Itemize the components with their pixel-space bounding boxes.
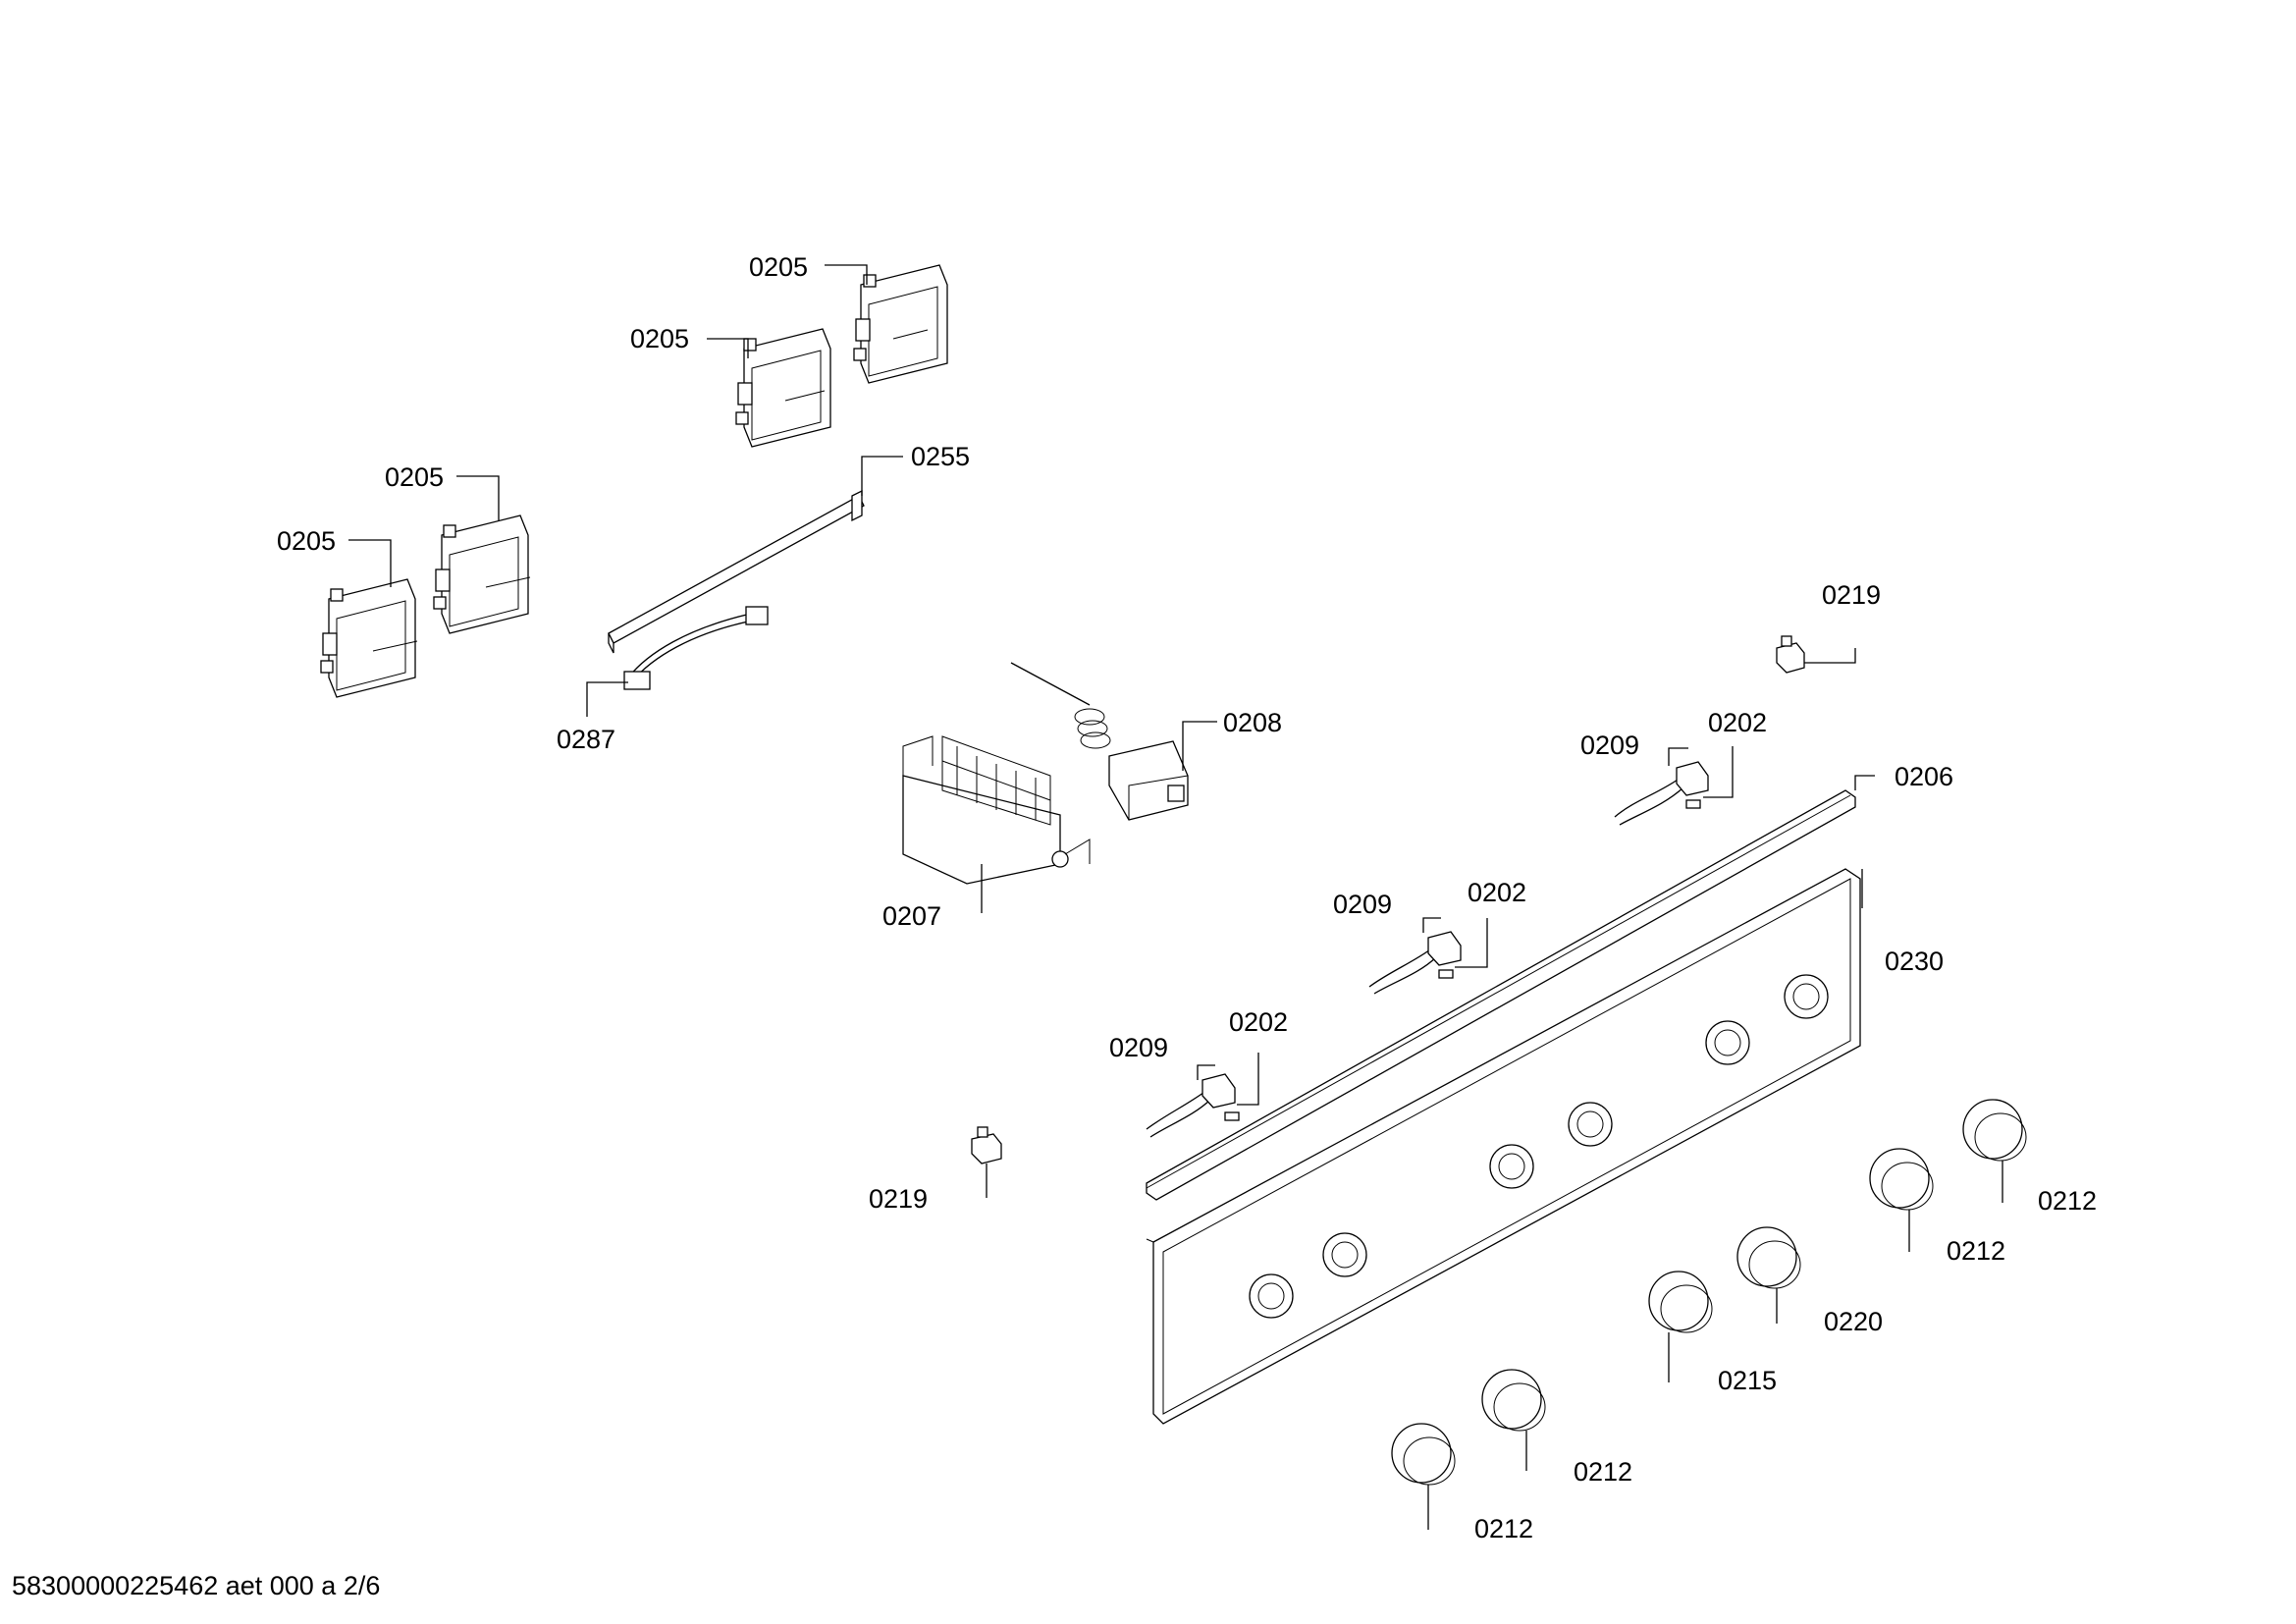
callout-label: 0212	[1474, 1514, 1533, 1543]
clip-0219-lower	[971, 1126, 1002, 1164]
callout-label: 0209	[1580, 731, 1639, 760]
knob-0212-a	[1962, 1099, 2027, 1162]
callout-label: 0230	[1885, 947, 1944, 976]
knob-0215	[1648, 1271, 1713, 1333]
panel-dial-3	[1489, 1144, 1534, 1189]
thermostat-0208	[1010, 662, 1189, 821]
callout-label: 0202	[1229, 1007, 1288, 1037]
callout-label: 0205	[385, 462, 444, 492]
callout-label: 0208	[1223, 708, 1282, 737]
panel-dial-2	[1322, 1232, 1367, 1277]
callout-label: 0202	[1708, 708, 1767, 737]
callout-label: 0215	[1718, 1366, 1777, 1395]
callout-label: 0209	[1333, 890, 1392, 919]
callout-label: 0212	[1574, 1457, 1632, 1487]
panel-dial-6	[1784, 974, 1829, 1019]
cable-harness-0287	[623, 606, 769, 690]
control-panel-0230	[1146, 868, 1861, 1425]
switch-module-0205-top-right	[853, 264, 948, 384]
callout-label: 0205	[630, 324, 689, 353]
lamp-holder-0209-2	[1368, 931, 1462, 995]
callout-label: 0206	[1895, 762, 1953, 791]
document-footer: 58300000225462 aet 000 a 2/6	[12, 1571, 381, 1600]
selector-switch-0207	[902, 735, 1091, 885]
knob-0212-d	[1391, 1423, 1456, 1486]
leader-lines	[348, 264, 2003, 1530]
callout-label: 0219	[869, 1184, 928, 1214]
callout-label: 0207	[882, 901, 941, 931]
callout-label: 0202	[1468, 878, 1526, 907]
lamp-holder-0209-3	[1146, 1073, 1240, 1138]
callout-label: 0255	[911, 442, 970, 471]
knob-0212-b	[1869, 1148, 1934, 1211]
callout-label: 0212	[1947, 1236, 2005, 1266]
panel-dial-1	[1249, 1273, 1294, 1319]
clip-0219-upper	[1776, 635, 1805, 674]
callout-label: 0205	[277, 526, 336, 556]
callout-label: 0287	[557, 725, 615, 754]
callout-label: 0209	[1109, 1033, 1168, 1062]
panel-dial-4	[1568, 1102, 1613, 1147]
knob-0212-c	[1481, 1369, 1546, 1432]
callout-label: 0220	[1824, 1307, 1883, 1336]
callout-label: 0219	[1822, 580, 1881, 610]
panel-dial-5	[1705, 1020, 1750, 1065]
trim-strip-0206	[1146, 789, 1856, 1201]
callout-label: 0212	[2038, 1186, 2097, 1216]
switch-module-0205-mid-right	[433, 514, 531, 634]
knob-0220	[1736, 1226, 1801, 1289]
switch-module-0205-top-left	[735, 328, 831, 448]
callout-label: 0205	[749, 252, 808, 282]
switch-module-0205-mid-left	[320, 578, 418, 698]
callout-labels: 0205 0205 0205 0205 0255 0287 0208 0207 …	[277, 252, 2097, 1543]
lamp-holder-0209-1	[1614, 761, 1709, 826]
bracket-0255	[608, 489, 865, 654]
